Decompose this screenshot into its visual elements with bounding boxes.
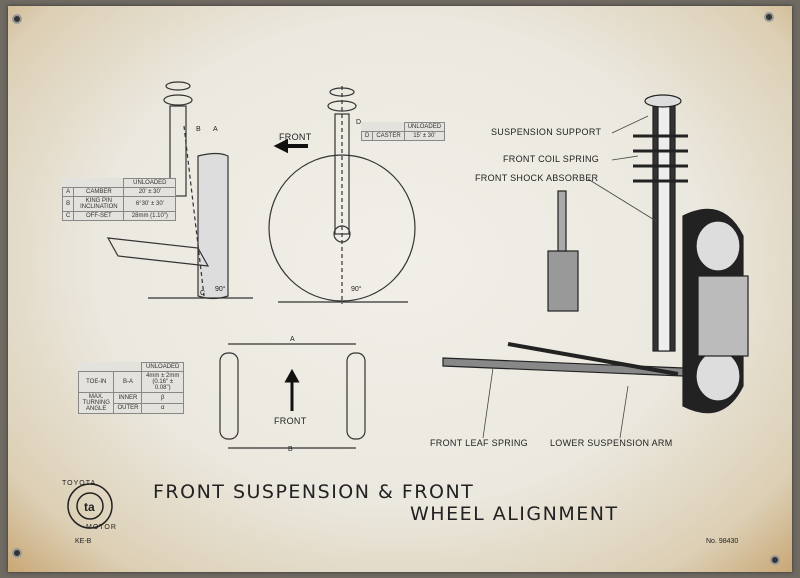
mark-b: B — [196, 126, 201, 133]
mark-d: D — [356, 119, 362, 126]
angle-camber: 90° — [215, 286, 226, 293]
pin-top-right — [764, 12, 774, 22]
document-number: No. 98430 — [706, 538, 739, 545]
mark-a: A — [213, 126, 218, 133]
title-line-1: FRONT SUSPENSION & FRONT — [153, 481, 475, 503]
dim-a: A — [290, 336, 295, 343]
angle-caster: 90° — [351, 286, 362, 293]
front-arrow-left — [273, 138, 308, 154]
dim-b: B — [288, 446, 293, 453]
poster: ta SUSPENSION SUPPORT FRONT COIL SPRING … — [8, 6, 792, 572]
pin-bottom-right — [770, 555, 780, 565]
label-lower-suspension-arm: LOWER SUSPENSION ARM — [550, 438, 673, 448]
label-front-top: FRONT — [279, 132, 312, 142]
logo-bottom-text: MOTOR — [86, 524, 117, 531]
model-code: KE-B — [75, 538, 92, 545]
technical-drawings: ta — [67, 81, 749, 529]
label-suspension-support: SUSPENSION SUPPORT — [491, 127, 602, 137]
pin-bottom-left — [12, 548, 22, 558]
mark-c: C — [200, 290, 206, 297]
label-front-coil-spring: FRONT COIL SPRING — [503, 154, 600, 164]
suspension-cutaway-drawing — [442, 94, 749, 414]
logo-top-text: TOYOTA — [62, 480, 97, 487]
front-arrow-up — [284, 368, 300, 411]
toe-view-drawing — [219, 343, 366, 449]
camber-view-drawing — [106, 81, 253, 300]
caster-view-drawing — [268, 86, 416, 304]
svg-text:ta: ta — [84, 500, 95, 514]
toyota-logo: ta — [67, 483, 113, 529]
pin-top-left — [12, 14, 22, 24]
label-front-leaf-spring: FRONT LEAF SPRING — [430, 438, 528, 448]
title-line-2: WHEEL ALIGNMENT — [410, 503, 619, 525]
label-front-shock-absorber: FRONT SHOCK ABSORBER — [475, 173, 599, 183]
label-front-bottom: FRONT — [274, 416, 307, 426]
